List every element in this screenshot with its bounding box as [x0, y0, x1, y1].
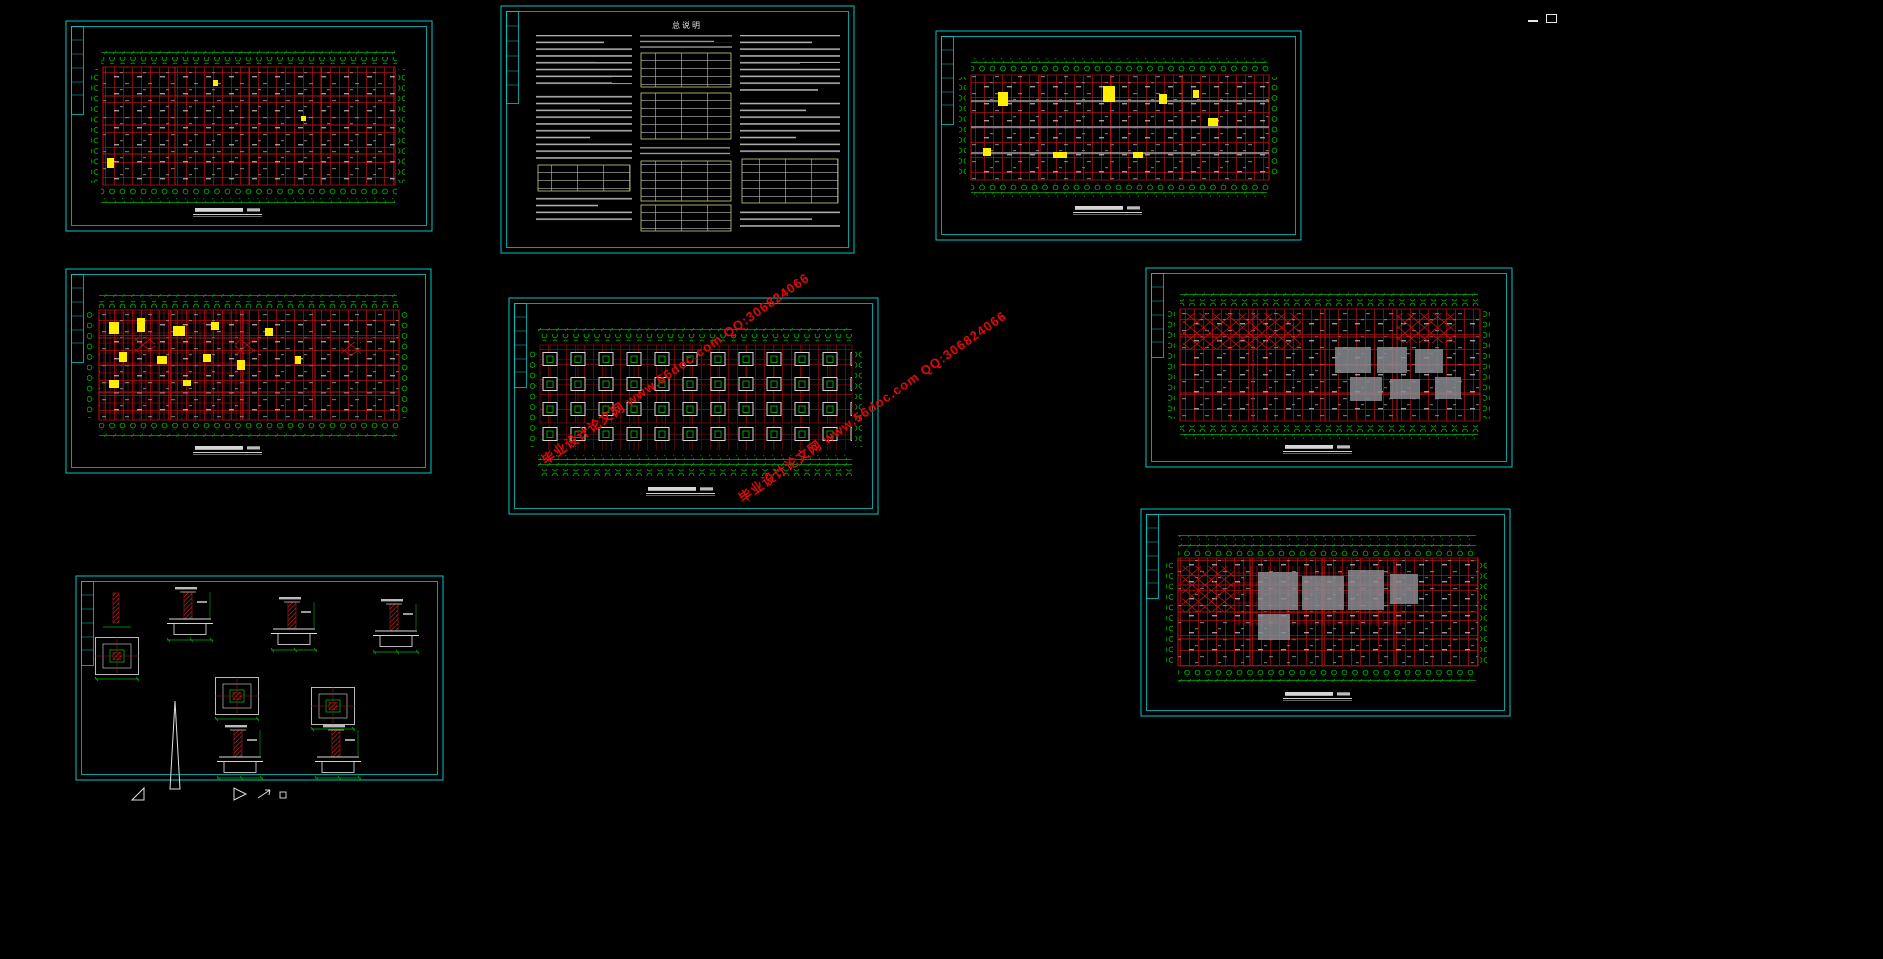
drawing-caption [193, 446, 262, 455]
drawing-caption [1283, 445, 1352, 454]
drawing-notes: 总说明 [500, 5, 855, 254]
drawing-caption [1073, 206, 1142, 215]
sheet-bottom-right-structural-plan[interactable] [1140, 508, 1511, 717]
drawing-caption [1283, 692, 1352, 701]
sheet-general-notes[interactable]: 总说明 [500, 5, 855, 254]
sheet-foundation-details[interactable] [75, 575, 444, 790]
drawing-foundation-plan [508, 297, 879, 515]
sheet-middle-right-structural-plan[interactable] [1145, 267, 1513, 468]
sheet-foundation-plan[interactable] [508, 297, 879, 515]
mdi-window-controls [1528, 5, 1557, 23]
drawing-middle-right [1145, 267, 1513, 468]
drawing-top-right [935, 30, 1302, 241]
drawing-caption [646, 487, 715, 496]
drawing-caption [193, 208, 262, 217]
sheet-top-left-structural-plan[interactable] [65, 20, 433, 232]
minimize-icon[interactable] [1528, 20, 1538, 22]
notes-title: 总说明 [672, 20, 702, 30]
stray-cad-glyphs[interactable] [130, 782, 310, 806]
sheet-top-right-structural-plan[interactable] [935, 30, 1302, 241]
restore-icon[interactable] [1546, 14, 1557, 23]
drawing-foundation-details [75, 575, 444, 790]
drawing-middle-left [65, 268, 432, 474]
north-arrow-icon [169, 700, 181, 790]
drawing-bottom-right [1140, 508, 1511, 717]
drawing-top-left [65, 20, 433, 232]
sheet-middle-left-structural-plan[interactable] [65, 268, 432, 474]
